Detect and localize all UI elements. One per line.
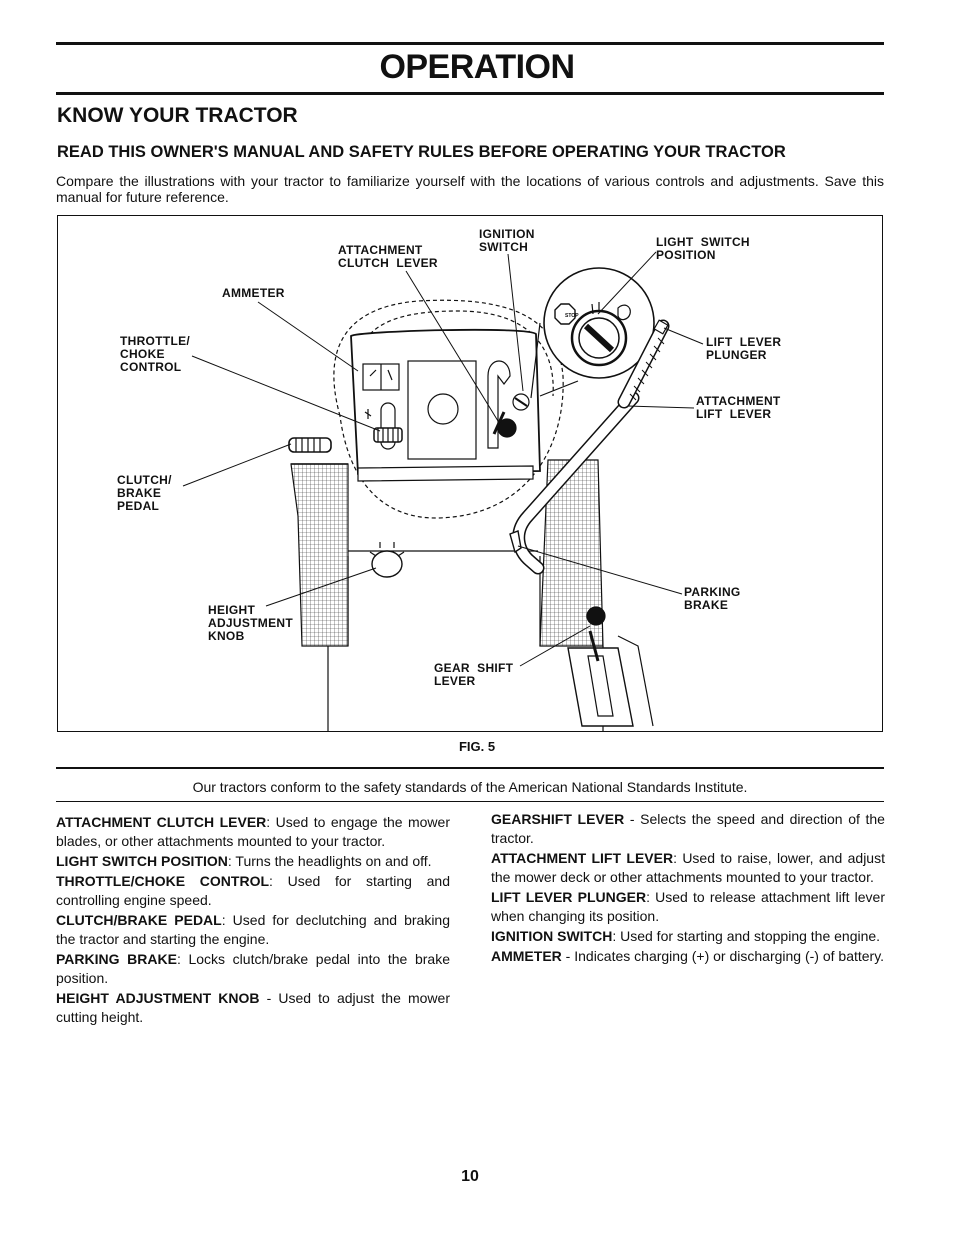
descriptions-right-column: GEARSHIFT LEVER - Selects the speed and …: [491, 810, 885, 967]
description-text: Used to raise, lower, and adjust the mow…: [491, 850, 885, 885]
label-clutch-brake-pedal: CLUTCH/ BRAKE PEDAL: [117, 473, 172, 513]
description-separator: -: [561, 948, 575, 964]
description-term: ATTACHMENT CLUTCH LEVER: [56, 814, 267, 830]
description-separator: :: [266, 814, 276, 830]
top-rule: [56, 42, 884, 45]
description-item: AMMETER - Indicates charging (+) or disc…: [491, 947, 885, 966]
stop-mark: STOP: [565, 313, 579, 319]
standards-top-rule: [56, 767, 884, 769]
description-separator: :: [227, 853, 236, 869]
description-separator: -: [624, 811, 641, 827]
description-text: Used to release attachment lift lever wh…: [491, 889, 885, 924]
description-separator: :: [176, 951, 189, 967]
clutch-lever-slot: [487, 360, 511, 449]
figure-caption: FIG. 5: [458, 739, 496, 754]
label-throttle-choke-control: THROTTLE/ CHOKE CONTROL: [120, 334, 191, 374]
description-item: THROTTLE/CHOKE CONTROL: Used for startin…: [56, 872, 450, 910]
height-knob: [371, 550, 403, 578]
description-separator: :: [673, 850, 683, 866]
description-text: Used for declutching and braking the tra…: [56, 912, 450, 947]
description-term: HEIGHT ADJUSTMENT KNOB: [56, 990, 260, 1006]
tractor-controls-figure: STOP ATTACHMENT CLUTCH LEVER IGNITION SW…: [57, 215, 883, 732]
description-separator: :: [221, 912, 233, 928]
description-term: CLUTCH/BRAKE PEDAL: [56, 912, 222, 928]
description-text: Used for starting and controlling engine…: [56, 873, 450, 908]
description-text: Locks clutch/brake pedal into the brake …: [56, 951, 450, 986]
description-term: PARKING BRAKE: [56, 951, 177, 967]
description-term: THROTTLE/CHOKE CONTROL: [56, 873, 270, 889]
clutch-lever-knob: [497, 418, 517, 438]
description-separator: :: [612, 928, 621, 944]
description-item: LIGHT SWITCH POSITION: Turns the headlig…: [56, 852, 450, 871]
description-term: ATTACHMENT LIFT LEVER: [491, 850, 674, 866]
description-text: Used for starting and stopping the engin…: [620, 928, 881, 944]
standards-note: Our tractors conform to the safety stand…: [192, 779, 748, 795]
description-item: GEARSHIFT LEVER - Selects the speed and …: [491, 810, 885, 848]
hood-outline: [333, 299, 564, 519]
description-item: ATTACHMENT LIFT LEVER: Used to raise, lo…: [491, 849, 885, 887]
description-item: ATTACHMENT CLUTCH LEVER: Used to engage …: [56, 813, 450, 851]
description-text: Used to engage the mower blades, or othe…: [56, 814, 450, 849]
label-attachment-lift-lever: ATTACHMENT LIFT LEVER: [696, 394, 781, 421]
description-text: Used to adjust the mower cutting height.: [56, 990, 450, 1025]
page-number: 10: [461, 1168, 479, 1185]
description-term: LIFT LEVER PLUNGER: [491, 889, 647, 905]
label-ammeter: AMMETER: [222, 286, 285, 300]
description-item: HEIGHT ADJUSTMENT KNOB - Used to adjust …: [56, 989, 450, 1027]
intro-paragraph: Compare the illustrations with your trac…: [56, 173, 884, 205]
label-light-switch-position: LIGHT SWITCH POSITION: [656, 235, 750, 262]
tractor-dashboard-illustration: STOP: [182, 251, 704, 731]
description-separator: :: [646, 889, 656, 905]
description-term: LIGHT SWITCH POSITION: [56, 853, 228, 869]
standards-bottom-rule: [56, 801, 884, 802]
parking-brake-knob: [509, 530, 522, 554]
left-fender: [290, 463, 349, 647]
page-title: OPERATION: [379, 48, 575, 86]
warning-heading: READ THIS OWNER'S MANUAL AND SAFETY RULE…: [57, 143, 786, 161]
label-attachment-clutch-lever: ATTACHMENT CLUTCH LEVER: [338, 243, 438, 270]
description-text: Indicates charging (+) or discharging (-…: [574, 948, 885, 964]
label-parking-brake: PARKING BRAKE: [684, 585, 741, 612]
description-separator: -: [259, 990, 279, 1006]
clutch-brake-pedal: [288, 437, 332, 453]
description-text: Selects the speed and direction of the t…: [491, 811, 885, 846]
descriptions-left-column: ATTACHMENT CLUTCH LEVER: Used to engage …: [56, 813, 450, 1028]
description-term: AMMETER: [491, 948, 562, 964]
description-item: PARKING BRAKE: Locks clutch/brake pedal …: [56, 950, 450, 988]
description-item: IGNITION SWITCH: Used for starting and s…: [491, 927, 885, 946]
description-term: IGNITION SWITCH: [491, 928, 613, 944]
description-text: Turns the headlights on and off.: [235, 853, 432, 869]
description-term: GEARSHIFT LEVER: [491, 811, 625, 827]
title-underline-rule: [56, 92, 884, 95]
description-item: LIFT LEVER PLUNGER: Used to release atta…: [491, 888, 885, 926]
label-ignition-switch: IGNITION SWITCH: [479, 227, 535, 254]
label-height-adjustment-knob: HEIGHT ADJUSTMENT KNOB: [208, 603, 294, 643]
label-gear-shift-lever: GEAR SHIFT LEVER: [434, 661, 514, 688]
section-heading: KNOW YOUR TRACTOR: [57, 104, 298, 127]
lift-lever-plunger-tip: [653, 319, 669, 335]
description-item: CLUTCH/BRAKE PEDAL: Used for declutching…: [56, 911, 450, 949]
description-separator: :: [269, 873, 288, 889]
gear-shift-knob: [586, 606, 606, 626]
label-lift-lever-plunger: LIFT LEVER PLUNGER: [706, 335, 782, 362]
